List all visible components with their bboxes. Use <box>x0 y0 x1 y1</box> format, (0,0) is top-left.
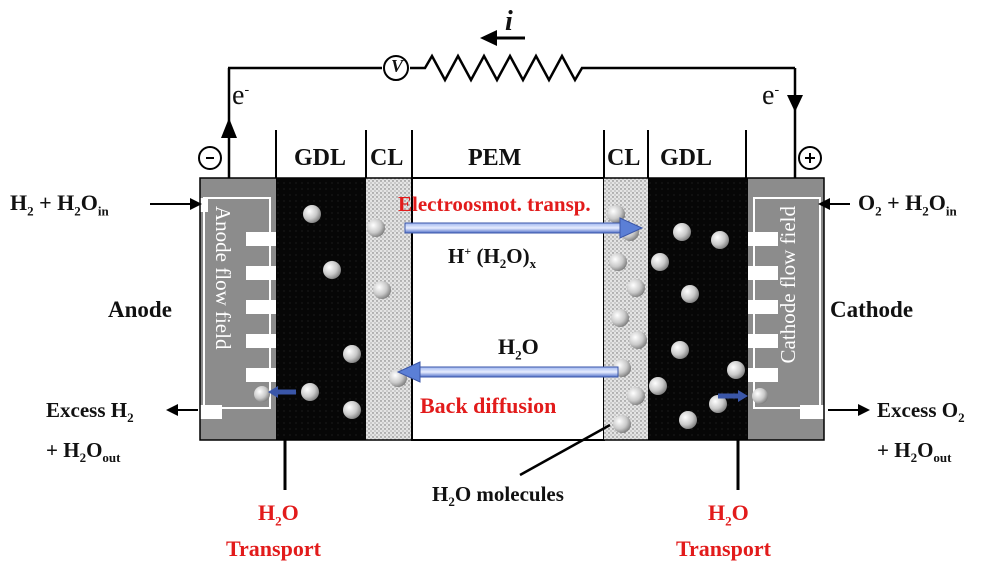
water-droplets <box>254 205 768 433</box>
back-diffusion-label: Back diffusion <box>420 393 557 418</box>
transport-left-formula: H2O <box>258 500 299 529</box>
anode-cl-label: CL <box>370 145 404 171</box>
voltmeter-symbol <box>383 55 409 81</box>
anode-flow-plate <box>200 178 278 440</box>
resistor-symbol <box>410 53 600 83</box>
anode-outlet-line1: Excess H2 <box>46 398 134 426</box>
h2o-molecules-label: H2O molecules <box>432 482 564 510</box>
electroosmotic-label: Electroosmot. transp. <box>398 192 591 216</box>
cathode-cl-label: CL <box>607 145 641 171</box>
anode-outlet-line2: + H2Oout <box>46 438 121 466</box>
electroosmotic-arrow <box>404 217 644 239</box>
external-circuit <box>221 30 803 200</box>
anode-label: Anode <box>108 297 172 322</box>
electron-label-anode: e- <box>232 80 250 111</box>
flow-arrows <box>150 198 870 490</box>
cathode-inlet-label: O2 + H2Oin <box>858 190 957 219</box>
anode-gdl <box>276 178 368 440</box>
water-label: H2O <box>498 334 539 363</box>
transport-left-word: Transport <box>226 536 321 561</box>
electron-arrow-cathode <box>787 95 803 112</box>
electron-label-cathode: e- <box>762 80 780 111</box>
small-transport-arrows <box>268 386 748 402</box>
proton-hydrate-label: H+ (H2O)x <box>448 244 537 272</box>
current-label: i <box>505 6 513 37</box>
voltmeter-label: V <box>391 56 404 76</box>
layer-dividers <box>275 130 747 178</box>
anode-flow-field-label: Anode flow field <box>211 206 235 350</box>
anode-gdl-label: GDL <box>294 145 347 171</box>
cathode-label: Cathode <box>830 297 914 322</box>
transport-right-word: Transport <box>676 536 771 561</box>
anode-inlet-label: H2 + H2Oin <box>10 190 109 219</box>
cathode-gdl-label: GDL <box>660 145 713 171</box>
pem-label: PEM <box>468 145 522 171</box>
proton-exchange-membrane <box>411 177 605 441</box>
electron-arrow-anode <box>221 118 237 138</box>
cathode-outlet-line2: + H2Oout <box>877 438 952 466</box>
transport-right-formula: H2O <box>708 500 749 529</box>
cathode-flow-field-label: Cathode flow field <box>776 206 800 364</box>
anode-catalyst-layer <box>366 178 412 440</box>
cathode-outlet-line1: Excess O2 <box>877 398 965 426</box>
back-diffusion-arrow <box>396 361 619 383</box>
current-arrow <box>480 30 497 46</box>
cathode-gdl <box>648 178 748 440</box>
